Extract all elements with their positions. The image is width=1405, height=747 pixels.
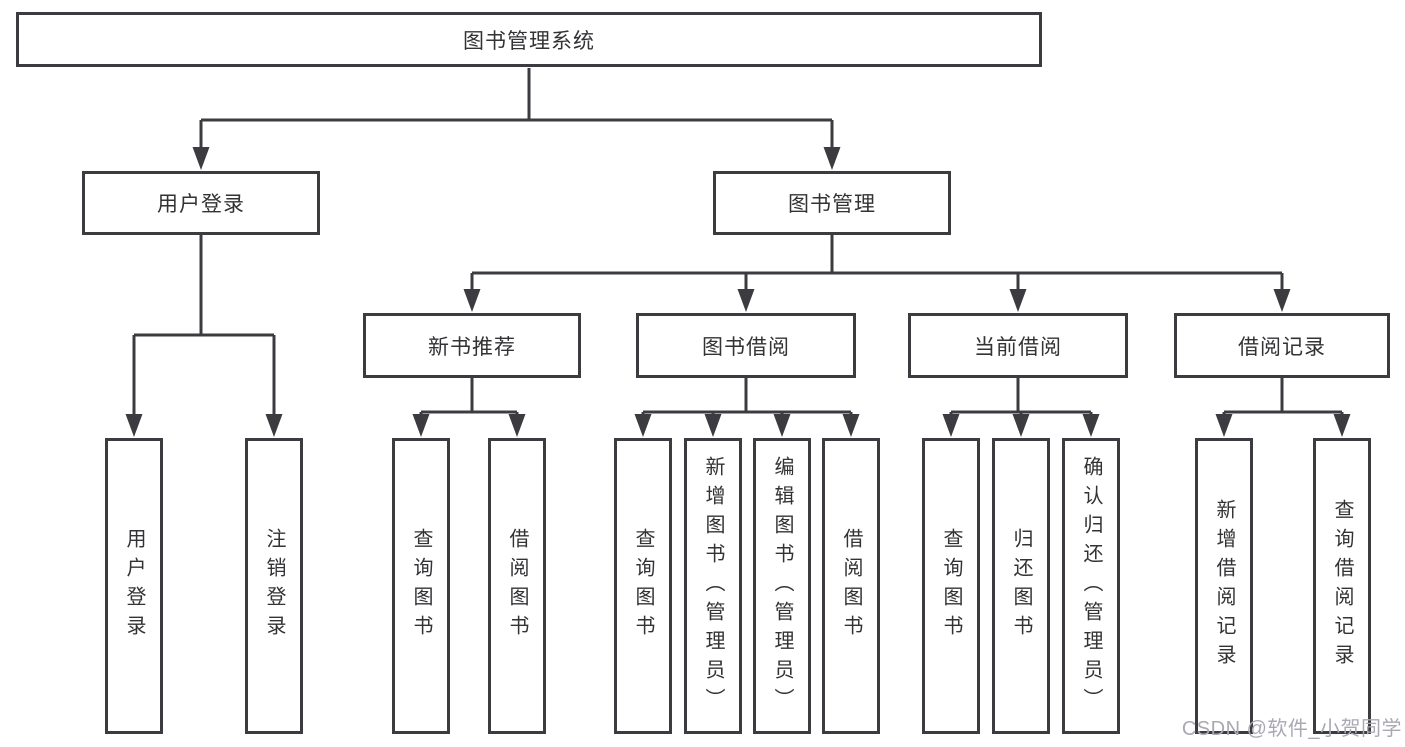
arrowhead xyxy=(508,414,526,437)
arrowhead xyxy=(1082,414,1100,437)
node-root-label: 图书管理系统 xyxy=(463,29,595,53)
leaf-recommend-query-books: 查询图书 xyxy=(392,438,450,734)
arrowhead xyxy=(1333,414,1351,437)
leaf-logout: 注销登录 xyxy=(245,438,303,734)
leaf-recommend-borrow-books: 借阅图书 xyxy=(488,438,546,734)
leaf-confirm-return-admin-label: 确认归还（管理员） xyxy=(1080,455,1102,717)
node-new-book-recommend: 新书推荐 xyxy=(363,313,581,378)
leaf-recommend-borrow-books-label: 借阅图书 xyxy=(506,528,528,644)
arrowhead xyxy=(823,147,841,170)
leaf-user-login: 用户登录 xyxy=(105,438,163,734)
leaf-confirm-return-admin: 确认归还（管理员） xyxy=(1062,438,1120,734)
leaf-borrow-books: 借阅图书 xyxy=(822,438,880,734)
arrowhead xyxy=(842,414,860,437)
leaf-query-borrow-record-label: 查询借阅记录 xyxy=(1331,499,1353,673)
node-book-management-label: 图书管理 xyxy=(788,193,876,216)
leaf-return-books: 归还图书 xyxy=(992,438,1050,734)
connector-root-to-level2 xyxy=(192,68,841,170)
leaf-current-query-books-label: 查询图书 xyxy=(940,528,962,644)
connector-userlogin-to-leaves xyxy=(125,235,283,437)
leaf-edit-books-admin: 编辑图书（管理员） xyxy=(753,438,811,734)
connector-borrowrecords-to-leaves xyxy=(1215,378,1351,437)
arrowhead xyxy=(1215,414,1233,437)
arrowhead xyxy=(1009,289,1027,312)
leaf-current-query-books: 查询图书 xyxy=(922,438,980,734)
arrowhead xyxy=(192,147,210,170)
connector-bookborrow-to-leaves xyxy=(634,378,860,437)
node-book-borrow: 图书借阅 xyxy=(636,313,856,378)
leaf-user-login-label: 用户登录 xyxy=(123,528,145,644)
arrowhead xyxy=(737,289,755,312)
arrowhead xyxy=(634,414,652,437)
arrowhead xyxy=(704,414,722,437)
leaf-add-borrow-record-label: 新增借阅记录 xyxy=(1213,499,1235,673)
arrowhead xyxy=(942,414,960,437)
node-book-borrow-label: 图书借阅 xyxy=(702,335,790,359)
node-new-book-recommend-label: 新书推荐 xyxy=(428,335,516,359)
node-root: 图书管理系统 xyxy=(16,12,1042,67)
node-borrow-records: 借阅记录 xyxy=(1174,313,1390,378)
node-user-login: 用户登录 xyxy=(82,171,320,235)
arrowhead xyxy=(463,289,481,312)
connector-currentborrow-to-leaves xyxy=(942,378,1100,437)
leaf-borrow-books-label: 借阅图书 xyxy=(840,528,862,644)
watermark-text: CSDN @软件_小贺同学 xyxy=(1181,718,1402,740)
arrowhead xyxy=(412,414,430,437)
leaf-add-books-admin: 新增图书（管理员） xyxy=(684,438,742,734)
leaf-query-borrow-record: 查询借阅记录 xyxy=(1313,438,1371,734)
node-current-borrow: 当前借阅 xyxy=(908,313,1128,378)
node-borrow-records-label: 借阅记录 xyxy=(1238,335,1326,359)
connector-bookmgmt-to-level3 xyxy=(463,235,1291,312)
arrowhead xyxy=(773,414,791,437)
leaf-return-books-label: 归还图书 xyxy=(1010,528,1032,644)
leaf-add-borrow-record: 新增借阅记录 xyxy=(1195,438,1253,734)
arrowhead xyxy=(1273,289,1291,312)
node-user-login-label: 用户登录 xyxy=(157,193,245,216)
leaf-recommend-query-books-label: 查询图书 xyxy=(410,528,432,644)
arrowhead xyxy=(1012,414,1030,437)
connector-newbookrec-to-leaves xyxy=(412,378,526,437)
leaf-edit-books-admin-label: 编辑图书（管理员） xyxy=(771,455,793,717)
leaf-borrow-query-books: 查询图书 xyxy=(614,438,672,734)
leaf-logout-label: 注销登录 xyxy=(263,528,285,644)
leaf-borrow-query-books-label: 查询图书 xyxy=(632,528,654,644)
arrowhead xyxy=(125,414,143,437)
arrowhead xyxy=(265,414,283,437)
leaf-add-books-admin-label: 新增图书（管理员） xyxy=(702,455,724,717)
node-current-borrow-label: 当前借阅 xyxy=(974,335,1062,359)
node-book-management: 图书管理 xyxy=(713,171,951,235)
